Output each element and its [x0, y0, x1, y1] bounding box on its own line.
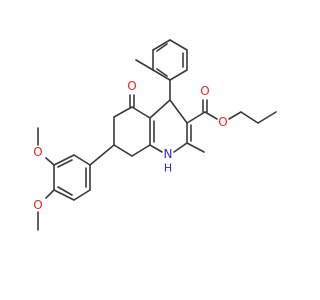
dimethoxyphenyl-ring: [37, 127, 115, 231]
bond: [131, 144, 151, 157]
bond: [152, 39, 171, 51]
ring-hydrogen-label: H: [164, 162, 172, 175]
bond-double-inner: [57, 159, 73, 168]
bond: [173, 142, 188, 153]
methoxy-bond: [45, 189, 55, 199]
bond: [53, 189, 75, 201]
aryl-link-bond: [89, 144, 115, 166]
ester-ether-oxygen-label: O: [218, 115, 227, 129]
ring-nitrogen-label: N: [164, 147, 173, 161]
methoxy-oxygen-upper-label: O: [33, 145, 42, 159]
propyl-bond: [257, 111, 277, 124]
molecule-svg: O O O O O N H: [33, 39, 277, 231]
propyl-bond: [228, 111, 242, 120]
bond: [152, 69, 171, 81]
bond: [113, 144, 133, 157]
bond: [53, 154, 75, 166]
bond: [169, 39, 188, 51]
bond-double-inner: [57, 186, 73, 196]
ester-ether-bond: [204, 111, 218, 120]
ester-bond: [186, 111, 206, 124]
ketone-oxygen-label: O: [127, 79, 136, 93]
bond: [73, 154, 91, 166]
bond: [149, 99, 171, 119]
molecule-diagram: O O O O O N H: [33, 39, 277, 231]
propyl-bond: [240, 111, 259, 124]
bond: [149, 144, 163, 153]
bond: [73, 189, 91, 201]
bond-double-inner: [156, 43, 168, 52]
bond: [169, 69, 188, 81]
ester-carbonyl-oxygen-label: O: [200, 84, 209, 98]
tolyl-ring: [135, 39, 188, 101]
bond: [169, 99, 188, 124]
cyclohexenone-ring: [113, 94, 151, 157]
propyl-ester: [186, 99, 277, 124]
bond-double-inner: [156, 68, 168, 77]
methoxy-oxygen-lower-label: O: [33, 198, 42, 212]
bond: [131, 106, 151, 119]
methyl-bond: [186, 142, 205, 153]
methoxy-bond: [45, 157, 55, 166]
bond: [113, 106, 133, 118]
methyl-bond: [135, 59, 154, 71]
dihydropyridine-ring: [149, 99, 205, 153]
